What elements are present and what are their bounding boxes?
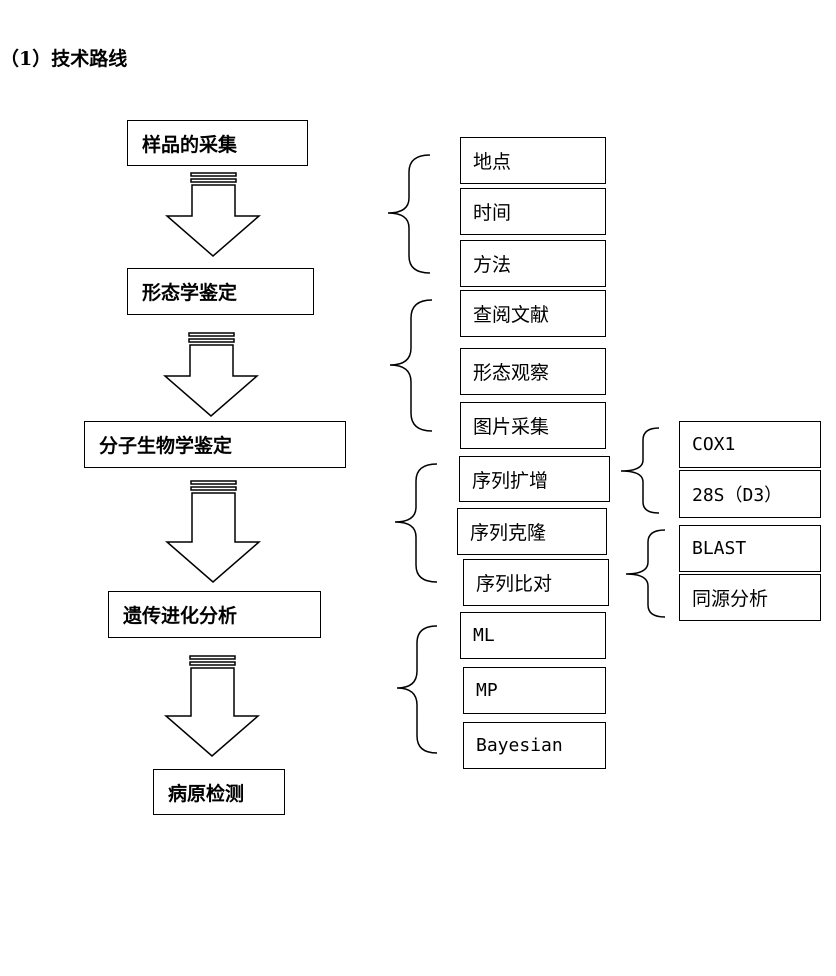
item-sequence-cloning: 序列克隆 xyxy=(457,508,607,555)
item-homology-analysis: 同源分析 xyxy=(679,574,821,621)
brace-alignment xyxy=(625,529,666,618)
down-arrow xyxy=(163,655,261,757)
stage-morphological-identification: 形态学鉴定 xyxy=(127,268,314,315)
item-mp: MP xyxy=(463,667,606,714)
brace-morphology xyxy=(389,299,433,432)
stage-sample-collection: 样品的采集 xyxy=(127,120,308,166)
item-morphological-observation: 形态观察 xyxy=(460,348,606,395)
stage-molecular-identification: 分子生物学鉴定 xyxy=(84,421,346,468)
brace-molecular xyxy=(394,463,438,583)
item-literature-review: 查阅文献 xyxy=(460,290,606,337)
item-location: 地点 xyxy=(460,137,606,184)
item-28s-d3: 28S（D3） xyxy=(679,470,821,518)
item-method: 方法 xyxy=(460,240,606,287)
item-bayesian: Bayesian xyxy=(463,722,606,769)
stage-pathogen-detection: 病原检测 xyxy=(153,769,285,815)
section-heading: （1）技术路线 xyxy=(0,48,128,70)
item-sequence-alignment: 序列比对 xyxy=(463,559,609,606)
brace-phylogeny xyxy=(396,625,438,754)
item-blast: BLAST xyxy=(679,525,821,572)
down-arrow xyxy=(162,332,260,417)
down-arrow xyxy=(164,172,262,257)
item-cox1: COX1 xyxy=(679,421,821,468)
item-image-collection: 图片采集 xyxy=(460,402,606,449)
item-ml: ML xyxy=(460,612,606,659)
stage-phylogenetic-analysis: 遗传进化分析 xyxy=(108,591,321,638)
item-sequence-amplification: 序列扩增 xyxy=(459,456,610,502)
brace-amplification xyxy=(620,427,660,514)
item-time: 时间 xyxy=(460,188,606,235)
brace-sampling xyxy=(387,154,431,274)
down-arrow xyxy=(164,480,262,583)
